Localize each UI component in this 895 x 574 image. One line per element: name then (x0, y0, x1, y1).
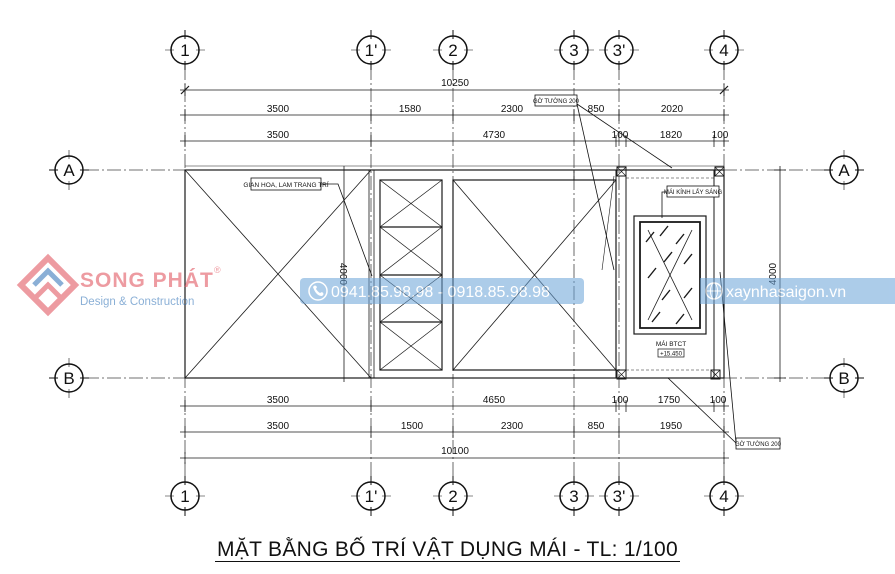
svg-text:A: A (838, 161, 850, 180)
svg-text:2: 2 (448, 487, 457, 506)
svg-text:3500: 3500 (267, 130, 290, 141)
svg-text:4650: 4650 (483, 395, 506, 406)
axis-bubble-1-top: 1 (165, 30, 205, 70)
watermark: SONG PHÁT ® Design & Construction 0941.8… (16, 253, 895, 317)
svg-text:2020: 2020 (661, 104, 684, 115)
svg-text:3': 3' (613, 487, 626, 506)
svg-text:1': 1' (365, 41, 378, 60)
svg-text:3: 3 (569, 487, 578, 506)
axis-bubble-3p-bottom: 3' (599, 476, 639, 516)
phone-icon (308, 281, 328, 301)
axis-bubble-4-bottom: 4 (704, 476, 744, 516)
globe-icon (705, 282, 723, 300)
roof-structure (184, 165, 725, 380)
callout-wall-bottom: GỜ TƯỜNG 200 (735, 441, 782, 448)
svg-text:850: 850 (588, 104, 605, 115)
svg-text:1820: 1820 (660, 130, 683, 141)
axis-bubble-1-bottom: 1 (165, 476, 205, 516)
svg-text:1: 1 (180, 487, 189, 506)
label-roof: MÁI BTCT (656, 339, 686, 348)
axis-bubble-1p-top: 1' (351, 30, 391, 70)
axis-bubble-3p-top: 3' (599, 30, 639, 70)
callout-wall-top: GỜ TƯỜNG 200 (533, 98, 580, 105)
svg-text:2: 2 (448, 41, 457, 60)
axis-bubble-a-left: A (49, 150, 89, 190)
svg-text:A: A (63, 161, 75, 180)
axis-bubble-a-right: A (824, 150, 864, 190)
axis-bubble-4-top: 4 (704, 30, 744, 70)
svg-text:4000: 4000 (337, 263, 348, 286)
axis-bubble-2-top: 2 (433, 30, 473, 70)
svg-text:4000: 4000 (768, 262, 779, 285)
svg-text:10100: 10100 (441, 446, 469, 457)
phone-numbers: 0941.85.98.98 - 0918.85.98.98 (331, 284, 550, 301)
svg-text:3500: 3500 (267, 421, 290, 432)
svg-text:1580: 1580 (399, 104, 422, 115)
website: xaynhasaigon.vn (726, 284, 846, 301)
svg-text:100: 100 (612, 395, 629, 406)
drawing-title: MẶT BẰNG BỐ TRÍ VẬT DỤNG MÁI - TL: 1/100 (215, 538, 680, 562)
svg-text:100: 100 (612, 130, 629, 141)
callouts: GIAN HOA, LAM TRANG TRÍ GỜ TƯỜNG 200 MÁI… (243, 94, 782, 450)
svg-text:3500: 3500 (267, 395, 290, 406)
svg-text:4: 4 (719, 41, 728, 60)
brand-registered: ® (214, 265, 221, 275)
svg-text:B: B (63, 369, 74, 388)
dimension-texts: 10250 3500 1580 2300 850 2020 3500 4730 … (267, 78, 779, 457)
axis-bubble-3-top: 3 (554, 30, 594, 70)
svg-text:B: B (838, 369, 849, 388)
svg-text:10250: 10250 (441, 78, 469, 89)
axis-bubble-b-left: B (49, 358, 89, 398)
axis-bubble-2-bottom: 2 (433, 476, 473, 516)
callout-trellis: GIAN HOA, LAM TRANG TRÍ (243, 180, 329, 189)
svg-text:1750: 1750 (658, 395, 681, 406)
brand-name: SONG PHÁT (80, 269, 214, 292)
svg-text:1500: 1500 (401, 421, 424, 432)
svg-text:4730: 4730 (483, 130, 506, 141)
dimension-lines (180, 84, 786, 464)
svg-text:4: 4 (719, 487, 728, 506)
svg-text:1: 1 (180, 41, 189, 60)
axis-bubble-3-bottom: 3 (554, 476, 594, 516)
brand-logo-icon (16, 253, 80, 317)
svg-text:850: 850 (588, 421, 605, 432)
svg-text:100: 100 (710, 395, 727, 406)
callout-skylight: MÁI KÍNH LẤY SÁNG (664, 189, 723, 196)
axis-bubbles: 1 1' 2 3 3' 4 1 1' 2 3 3' 4 A B A B (49, 30, 864, 516)
svg-text:2300: 2300 (501, 104, 524, 115)
svg-text:3500: 3500 (267, 104, 290, 115)
axis-bubble-b-right: B (824, 358, 864, 398)
svg-text:100: 100 (712, 130, 729, 141)
svg-text:1950: 1950 (660, 421, 683, 432)
svg-text:3: 3 (569, 41, 578, 60)
svg-text:2300: 2300 (501, 421, 524, 432)
svg-text:1': 1' (365, 487, 378, 506)
svg-text:3': 3' (613, 41, 626, 60)
label-elevation: +15.450 (660, 352, 683, 358)
axis-bubble-1p-bottom: 1' (351, 476, 391, 516)
brand-tagline: Design & Construction (80, 296, 194, 308)
